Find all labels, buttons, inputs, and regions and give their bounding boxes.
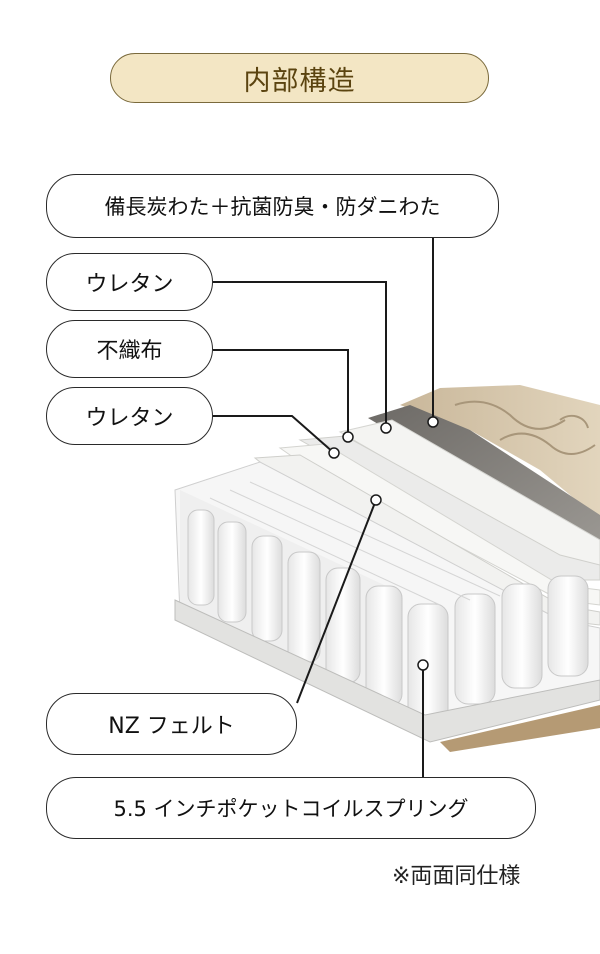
label-pocket-coil: 5.5 インチポケットコイルスプリング <box>46 777 536 839</box>
label-wadding: 備長炭わた＋抗菌防臭・防ダニわた <box>46 174 499 238</box>
leader-lines <box>213 238 434 777</box>
diagram-title: 内部構造 <box>110 53 489 103</box>
quilted-fabric-layer <box>400 385 600 520</box>
both-sides-note: ※両面同仕様 <box>392 864 521 889</box>
label-felt: NZ フェルト <box>46 693 297 755</box>
label-urethane-top: ウレタン <box>46 253 213 311</box>
pocket-coil-block <box>174 461 600 736</box>
mattress-base-frame <box>174 599 600 752</box>
leader-dots <box>328 416 439 671</box>
label-nonwoven: 不織布 <box>46 320 213 378</box>
label-urethane-bottom: ウレタン <box>46 387 213 445</box>
